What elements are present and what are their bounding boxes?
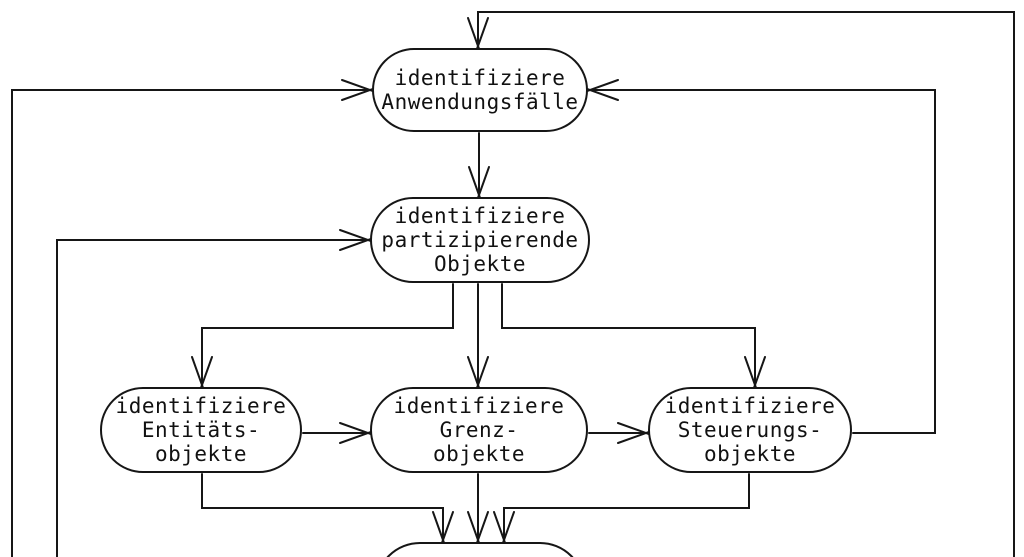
node-label-anwendungsfaelle: identifiziere Anwendungsfälle bbox=[381, 66, 579, 114]
edge-loop-bottom-left-to-anwendungsfaelle-left bbox=[11, 89, 371, 557]
arrowhead-loop-bottom-left-to-anwendungsfaelle-left bbox=[341, 79, 375, 93]
arrowhead-loop-bottom-right-to-anwendungsfaelle-top bbox=[475, 17, 489, 51]
arrowhead-entitaets-to-bottom bbox=[440, 511, 454, 545]
node-anwendungsfaelle: identifiziere Anwendungsfälle bbox=[372, 48, 588, 132]
node-entitaets: identifiziere Entitäts- objekte bbox=[100, 387, 302, 473]
edge-steuerungs-to-anwendungsfaelle bbox=[589, 89, 936, 434]
arrowhead-loop-bottom-left-to-partizipierende-left bbox=[339, 229, 373, 243]
node-grenz: identifiziere Grenz- objekte bbox=[370, 387, 588, 473]
arrowhead-entitaets-to-grenz bbox=[339, 422, 373, 436]
node-label-steuerungs: identifiziere Steuerungs- objekte bbox=[664, 394, 836, 466]
arrowhead-partizipierende-to-steuerungs bbox=[752, 356, 766, 390]
node-label-entitaets: identifiziere Entitäts- objekte bbox=[115, 394, 287, 466]
edge-partizipierende-to-entitaets bbox=[201, 283, 454, 386]
edge-loop-bottom-left-to-partizipierende-left bbox=[56, 239, 369, 557]
arrowhead-grenz-to-steuerungs bbox=[617, 422, 651, 436]
edge-entitaets-to-bottom bbox=[201, 473, 444, 541]
arrowhead-grenz-to-bottom bbox=[475, 511, 489, 545]
arrowhead-steuerungs-to-bottom bbox=[501, 511, 515, 545]
arrowhead-steuerungs-to-anwendungsfaelle bbox=[585, 87, 619, 101]
edge-loop-bottom-right-to-anwendungsfaelle-top bbox=[477, 11, 1015, 557]
edge-partizipierende-to-steuerungs bbox=[501, 283, 756, 386]
arrowhead-partizipierende-to-grenz bbox=[475, 356, 489, 390]
node-steuerungs: identifiziere Steuerungs- objekte bbox=[648, 387, 852, 473]
node-bottom-partial bbox=[375, 542, 585, 557]
node-label-partizipierende: identifiziere partizipierende Objekte bbox=[381, 204, 579, 276]
edge-steuerungs-to-bottom bbox=[503, 473, 750, 541]
arrowhead-anwendungsfaelle-to-partizipierende bbox=[476, 166, 490, 200]
node-partizipierende: identifiziere partizipierende Objekte bbox=[370, 197, 590, 283]
arrowhead-partizipierende-to-entitaets bbox=[199, 356, 213, 390]
node-label-grenz: identifiziere Grenz- objekte bbox=[393, 394, 565, 466]
